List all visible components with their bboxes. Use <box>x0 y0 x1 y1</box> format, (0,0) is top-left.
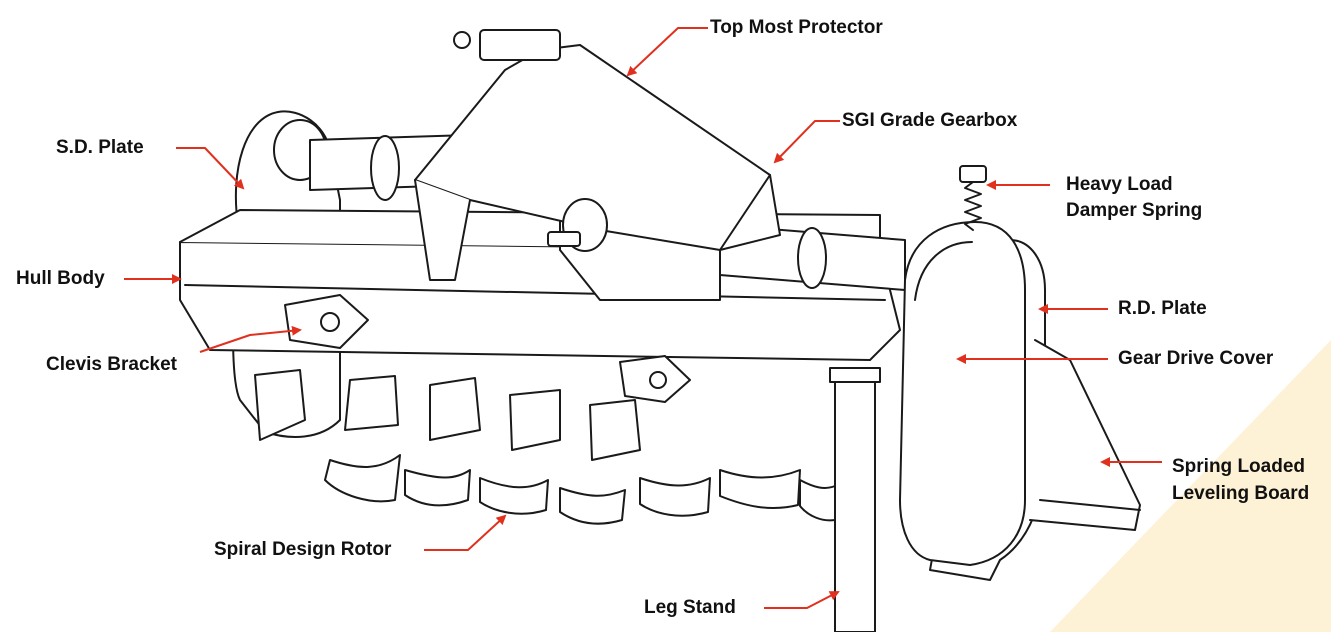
hitch-pin-block <box>479 29 561 61</box>
rotor-blade <box>509 389 561 451</box>
rotor-blade <box>479 477 549 515</box>
rotor-blade <box>719 469 801 510</box>
top-protector-shape <box>414 44 771 251</box>
label-heavy-load-damper-spring-2: Damper Spring <box>1066 200 1203 221</box>
label-clevis-bracket: Clevis Bracket <box>46 354 177 375</box>
rotor-blade <box>254 369 306 441</box>
leader-top-most-protector <box>626 27 708 77</box>
right-tube-clamp <box>797 227 827 289</box>
label-spring-loaded-leveling-board-1: Spring Loaded <box>1172 456 1305 477</box>
clevis-bracket-right-pin <box>649 371 667 389</box>
label-spiral-design-rotor: Spiral Design Rotor <box>214 539 392 560</box>
rotor-blade <box>344 375 399 431</box>
label-gear-drive-cover: Gear Drive Cover <box>1118 348 1274 369</box>
leader-sd-plate <box>176 147 245 190</box>
leader-leg-stand <box>764 591 840 609</box>
rotor-blade <box>404 469 471 507</box>
hull-crease <box>184 284 886 301</box>
label-sgi-grade-gearbox: SGI Grade Gearbox <box>842 110 1018 131</box>
damper-spring-cap <box>959 165 987 183</box>
rotor-blade <box>639 477 711 517</box>
gear-drive-cover-rim <box>914 241 973 301</box>
leader-sgi-grade-gearbox <box>773 120 840 164</box>
rotor-blade <box>799 479 836 522</box>
label-hull-body: Hull Body <box>16 268 105 289</box>
accent-triangle <box>1050 340 1331 632</box>
label-spring-loaded-leveling-board-2: Leveling Board <box>1172 483 1310 504</box>
a-frame-left-arm <box>414 179 471 281</box>
clevis-bracket-pin <box>320 312 340 332</box>
label-leg-stand: Leg Stand <box>644 597 736 618</box>
rotor-blade <box>324 454 401 503</box>
label-rd-plate: R.D. Plate <box>1118 298 1207 319</box>
gear-drive-cover-shape <box>899 221 1026 566</box>
left-tube-clamp <box>370 135 400 201</box>
leveling-board-shape <box>1029 339 1141 531</box>
rotor-blade <box>429 377 481 441</box>
leg-stand-cap <box>829 367 881 383</box>
damper-spring-coil <box>964 181 982 231</box>
label-heavy-load-damper-spring-1: Heavy Load <box>1066 174 1173 195</box>
label-sd-plate: S.D. Plate <box>56 137 144 158</box>
label-top-most-protector: Top Most Protector <box>710 17 883 38</box>
spiral-rotor <box>254 369 836 525</box>
leg-stand-shape <box>834 371 876 632</box>
leveling-board-bar <box>1039 499 1141 511</box>
hitch-pin <box>453 31 471 49</box>
rotor-blade <box>589 399 641 461</box>
rotor-blade <box>559 487 626 525</box>
leader-spiral-rotor <box>424 514 507 551</box>
pto-spline <box>547 231 581 247</box>
leader-clevis-bracket <box>199 325 302 353</box>
